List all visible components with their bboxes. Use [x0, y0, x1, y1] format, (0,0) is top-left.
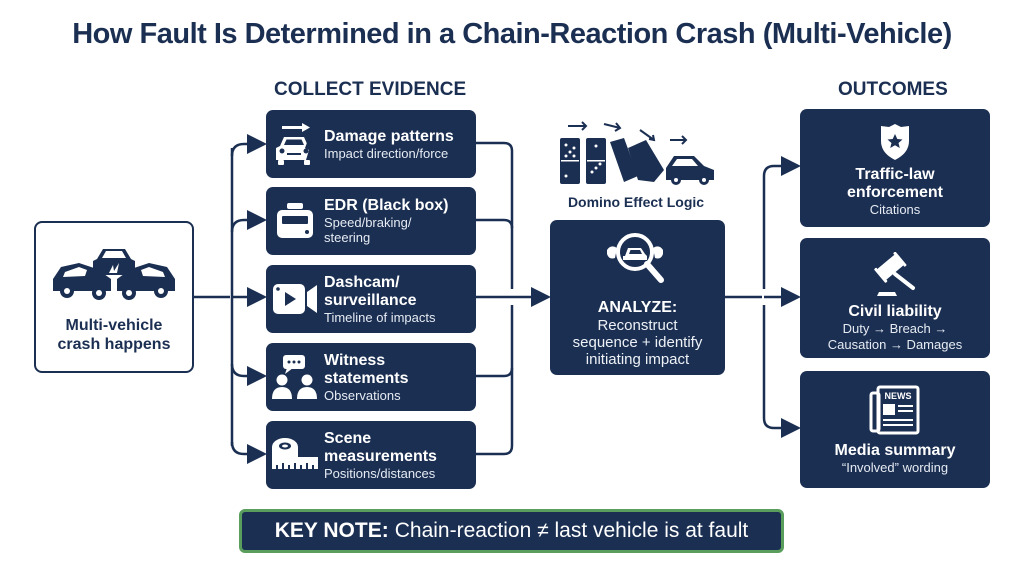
key-note-label: KEY NOTE: — [274, 519, 389, 542]
newspaper-icon-text: NEWS — [885, 391, 912, 401]
evidence-card-dashcam: Dashcam/ surveillance Timeline of impact… — [266, 265, 476, 333]
page-title: How Fault Is Determined in a Chain-React… — [72, 18, 952, 50]
key-note-banner: KEY NOTE: Chain-reaction ≠ last vehicle … — [239, 509, 784, 553]
magnifier-car-icon — [550, 230, 725, 295]
analyze-node: ANALYZE: Reconstruct sequence + identify… — [550, 220, 725, 375]
gavel-icon — [800, 251, 990, 303]
outcome-title: Civil liability — [848, 303, 942, 320]
outcome-title: Media summary — [834, 442, 956, 459]
evidence-subtitle: Impact direction/force — [324, 145, 449, 161]
domino-effect-label: Domino Effect Logic — [567, 194, 705, 210]
connector-to-traffic — [762, 156, 801, 289]
connector-from-witness — [476, 367, 514, 378]
key-note-text: Chain-reaction ≠ last vehicle is at faul… — [394, 519, 749, 542]
car-crash-icon — [36, 245, 192, 310]
damaged-car-icon — [266, 122, 324, 166]
newspaper-icon: NEWS — [800, 385, 990, 440]
evidence-subtitle: Observations — [324, 387, 401, 403]
start-label: Multi-vehicle crash happens — [57, 317, 171, 353]
evidence-title: Dashcam/ surveillance — [324, 273, 417, 309]
evidence-card-damage-patterns: Damage patterns Impact direction/force — [266, 110, 476, 178]
outcomes-heading: OUTCOMES — [838, 79, 948, 100]
witness-icon — [266, 354, 324, 400]
start-node: Multi-vehicle crash happens — [34, 221, 194, 373]
outcome-subtitle: “Involved” wording — [841, 460, 949, 475]
outcome-card-traffic-law: Traffic-law enforcement Citations — [800, 109, 990, 227]
video-camera-icon — [266, 282, 324, 316]
evidence-title: Scene measurements — [324, 429, 437, 465]
connector-from-edr — [476, 218, 514, 229]
evidence-subtitle: Positions/distances — [324, 465, 436, 481]
evidence-title: Damage patterns — [324, 127, 454, 145]
evidence-card-witness: Witness statements Observations — [266, 343, 476, 411]
connector-to-media — [762, 305, 801, 438]
evidence-subtitle: Speed/braking/ steering — [324, 215, 412, 245]
domino-cars-icon — [558, 118, 718, 193]
analyze-title: ANALYZE: — [597, 299, 678, 316]
connector-from-scene — [476, 305, 514, 456]
outcome-subtitle: Citations — [869, 202, 921, 217]
connector-to-scene — [230, 441, 267, 464]
outcome-card-media-summary: NEWS Media summary “Involved” wording — [800, 371, 990, 488]
connector-to-witness — [230, 363, 267, 386]
collect-evidence-heading: COLLECT EVIDENCE — [274, 79, 467, 100]
evidence-card-scene-measurements: Scene measurements Positions/distances — [266, 421, 476, 489]
evidence-card-edr: EDR (Black box) Speed/braking/ steering — [266, 187, 476, 255]
evidence-title: Witness statements — [324, 351, 409, 387]
evidence-title: EDR (Black box) — [324, 197, 449, 214]
police-badge-icon — [800, 123, 990, 166]
tape-measure-icon — [266, 435, 324, 475]
connector-to-damage — [230, 134, 267, 157]
outcome-subtitle: Duty → Breach → Causation → Damages — [827, 321, 963, 352]
outcome-card-civil-liability: Civil liability Duty → Breach → Causatio… — [800, 238, 990, 358]
analyze-description: Reconstruct sequence + identify initiati… — [572, 317, 703, 368]
connector-to-edr — [230, 210, 267, 233]
evidence-subtitle: Timeline of impacts — [324, 309, 436, 325]
outcome-title: Traffic-law enforcement — [846, 166, 944, 201]
connector-from-damage — [476, 141, 514, 289]
black-box-icon — [266, 202, 324, 240]
